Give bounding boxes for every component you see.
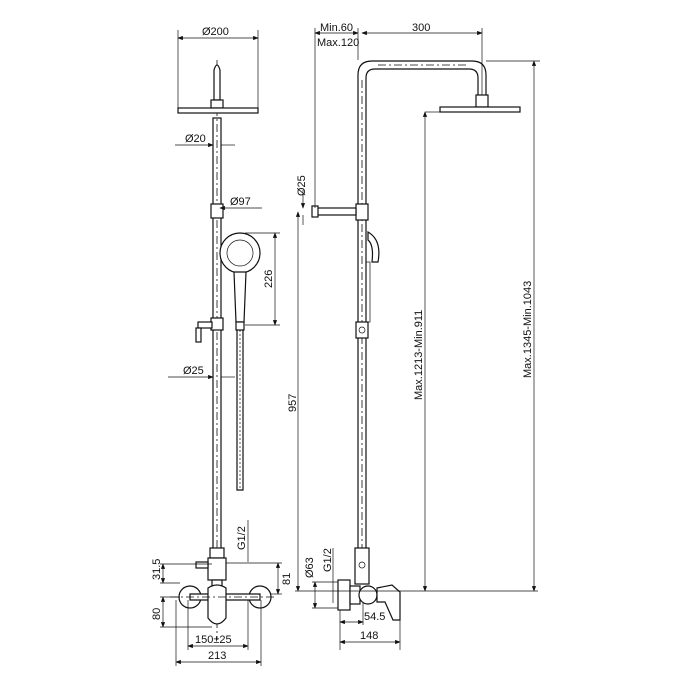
dim-mixer-depth: 148 [339, 620, 401, 650]
rail-height-label: 957 [287, 394, 299, 412]
handshower-length-label: 226 [263, 270, 275, 288]
arm-reach-label: 300 [412, 22, 430, 34]
dim-handshower-length: 226 [245, 232, 280, 326]
dim-inlet-offset: 31.5 [151, 559, 212, 584]
side-shower-head [439, 94, 521, 113]
mixer-height-label: 80 [151, 608, 163, 620]
shower-hose [236, 330, 244, 491]
escutcheon-diameter-label: Ø63 [304, 557, 316, 578]
wall-min-label: Min.60 [320, 22, 353, 34]
dim-mixer-to-inlet: 81 [226, 562, 293, 595]
side-view: Min.60 Max.120 300 Ø25 957 Max.1213-Min.… [287, 22, 540, 650]
side-wall-bracket [311, 203, 369, 221]
dim-mixer-height: 80 [151, 596, 212, 628]
front-view: Ø200 Ø20 Ø97 226 Ø25 G1/2 [151, 26, 293, 666]
dim-arm-reach: 300 [361, 22, 483, 95]
wall-max-label: Max.120 [317, 37, 359, 49]
hand-shower [219, 232, 261, 331]
dim-head-diameter: Ø200 [177, 26, 259, 108]
dim-arm-diameter: Ø20 [175, 133, 235, 148]
rail-diameter-label: Ø25 [183, 365, 204, 377]
mixer-depth-label: 148 [360, 630, 378, 642]
overall-width-label: 213 [208, 650, 226, 662]
handshower-diameter-label: Ø97 [230, 196, 251, 208]
dim-rail-height: 957 [287, 211, 301, 592]
overhead-shower-head [177, 64, 259, 114]
arm-diameter-label: Ø20 [185, 133, 206, 145]
mixer-to-inlet-label: 81 [281, 573, 293, 585]
side-rail-and-arm [357, 60, 487, 555]
dim-side-inlet-thread: G1/2 [322, 548, 334, 603]
dim-wall-distance: Min.60 Max.120 [314, 22, 359, 208]
dim-center-distance: 150±25 [187, 600, 249, 650]
inlet-thread-label: G1/2 [236, 526, 248, 550]
head-diameter-label: Ø200 [202, 26, 229, 38]
dim-overall-width: 213 [175, 600, 262, 666]
dim-head-height: Max.1213-Min.911 [413, 111, 440, 592]
head-height-label: Max.1213-Min.911 [413, 310, 425, 400]
mixer-front [170, 547, 275, 625]
side-mixer [337, 547, 401, 621]
side-hand-shower [355, 230, 380, 339]
bracket-diameter-label: Ø25 [296, 175, 308, 196]
dim-escutcheon-diameter: Ø63 [304, 557, 338, 609]
dim-bracket-diameter: Ø25 [296, 175, 308, 225]
dim-rail-diameter: Ø25 [168, 365, 235, 380]
mixer-depth-inner-label: 54.5 [364, 611, 385, 623]
inlet-offset-label: 31.5 [151, 559, 163, 580]
side-inlet-thread-label: G1/2 [322, 548, 334, 572]
overall-height-label: Max.1345-Min.1043 [522, 281, 534, 378]
dim-overall-height: Max.1345-Min.1043 [486, 60, 540, 592]
dim-inlet-thread: G1/2 [236, 520, 249, 562]
center-distance-label: 150±25 [195, 634, 232, 646]
dim-handshower-diameter: Ø97 [219, 196, 262, 211]
rail-slider [195, 203, 224, 343]
